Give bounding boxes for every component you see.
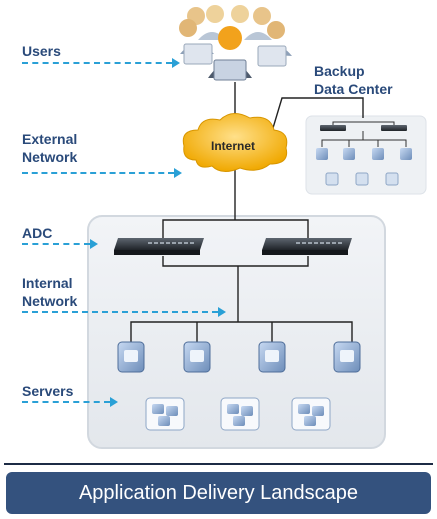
internal-network-label-line1: Internal [22,275,73,291]
backup-label-line1: Backup [314,63,365,79]
arrowhead-icon [174,168,182,178]
arrowhead-icon [172,58,180,68]
server-icon [333,341,361,373]
footer-divider [4,463,433,465]
storage-cluster-icon [220,397,260,431]
adc-panel [87,215,386,449]
arrowhead-icon [90,239,98,249]
internet-label: Internet [211,139,255,153]
backup-label-line2: Data Center [314,81,393,97]
server-icon [117,341,145,373]
backup-server-icon [400,148,412,160]
server-icon [183,341,211,373]
backup-storage-icon [325,172,339,186]
external-network-label-line1: External [22,131,78,147]
users-label: Users [22,43,61,59]
backup-server-icon [343,148,355,160]
backup-server-icon [316,148,328,160]
backup-server-icon [372,148,384,160]
network-links [130,82,364,342]
backup-adc-device-icon [320,125,346,131]
servers-label: Servers [22,383,74,399]
adc-device-icon [114,238,204,255]
internet-to-backup-link [269,97,364,139]
backup-storage-icon [385,172,399,186]
external-network-label-line2: Network [22,149,78,165]
servers-dashed-arrow [22,401,110,403]
internal-network-label-line2: Network [22,293,78,309]
backup-adc-device-icon [381,125,407,131]
adc-dashed-arrow [22,243,90,245]
external-network-dashed-arrow [22,172,174,174]
users-dashed-arrow [22,62,172,64]
storage-cluster-icon [145,397,185,431]
backup-storage-icon [355,172,369,186]
arrowhead-icon [218,307,226,317]
adc-device-icon [262,238,352,255]
adc-pair-top-link [162,219,309,240]
storage-cluster-icon [291,397,331,431]
arrowhead-icon [110,397,118,407]
adc-pair-bottom-link [162,256,309,267]
adc-label: ADC [22,225,53,241]
internet-cloud-icon [182,113,288,172]
server-icon [258,341,286,373]
footer-title-banner: Application Delivery Landscape [6,472,431,514]
backup-topology [316,121,412,186]
server-bus-link [130,321,353,342]
internal-network-dashed-arrow [22,311,218,313]
users-group-icon [179,5,292,81]
